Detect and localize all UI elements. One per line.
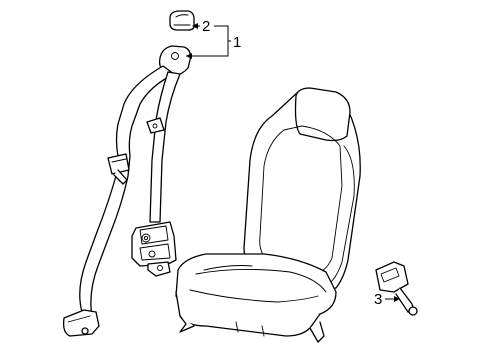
seat-belt-assembly	[62, 45, 192, 337]
callout-3-label: 3	[374, 291, 382, 308]
callout-2-group: 2	[192, 18, 210, 35]
front-seat	[175, 87, 361, 343]
callout-1-label: 1	[233, 34, 241, 51]
seat-belt-buckle	[375, 261, 418, 316]
callout-2-arrowhead	[192, 23, 198, 29]
callout-3-arrowhead	[394, 296, 400, 302]
anchor-cover-cap	[169, 10, 195, 31]
callout-1-group: 1	[186, 25, 241, 59]
callout-2-label: 2	[202, 18, 210, 35]
callout-1-arrowhead	[186, 53, 192, 59]
callout-3-group: 3	[374, 291, 400, 308]
